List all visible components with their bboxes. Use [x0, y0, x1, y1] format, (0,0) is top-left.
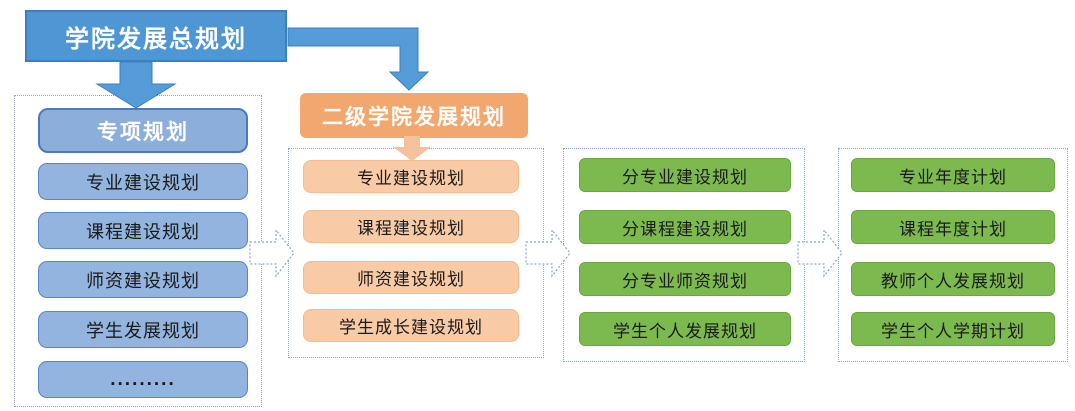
- node-college-master-plan: 学院发展总规划: [25, 10, 287, 62]
- node-faculty-construction-plan: 师资建设规划: [38, 261, 248, 298]
- node-special-plans-header: 专项规划: [38, 108, 248, 153]
- node-course-annual-plan: 课程年度计划: [851, 210, 1055, 244]
- node-student-semester-plan: 学生个人学期计划: [851, 312, 1055, 346]
- node-student-development-plan: 学生发展规划: [38, 311, 248, 348]
- node-sc-faculty-construction-plan: 师资建设规划: [303, 261, 519, 294]
- node-per-major-faculty-plan: 分专业师资规划: [579, 262, 791, 296]
- node-secondary-college-plan-header: 二级学院发展规划: [300, 93, 528, 138]
- node-sc-major-construction-plan: 专业建设规划: [303, 160, 519, 193]
- node-ellipsis: .........: [38, 361, 248, 398]
- elbow-arrow-root-to-secondary-header: [287, 27, 430, 91]
- node-major-construction-plan: 专业建设规划: [38, 163, 248, 200]
- node-per-course-construction-plan: 分课程建设规划: [579, 210, 791, 244]
- node-major-annual-plan: 专业年度计划: [851, 158, 1055, 192]
- node-sc-student-growth-plan: 学生成长建设规划: [303, 309, 519, 342]
- node-teacher-personal-development-plan: 教师个人发展规划: [851, 262, 1055, 296]
- node-per-major-construction-plan: 分专业建设规划: [579, 158, 791, 192]
- node-sc-course-construction-plan: 课程建设规划: [303, 210, 519, 243]
- node-student-personal-development-plan: 学生个人发展规划: [579, 312, 791, 346]
- node-course-construction-plan: 课程建设规划: [38, 212, 248, 249]
